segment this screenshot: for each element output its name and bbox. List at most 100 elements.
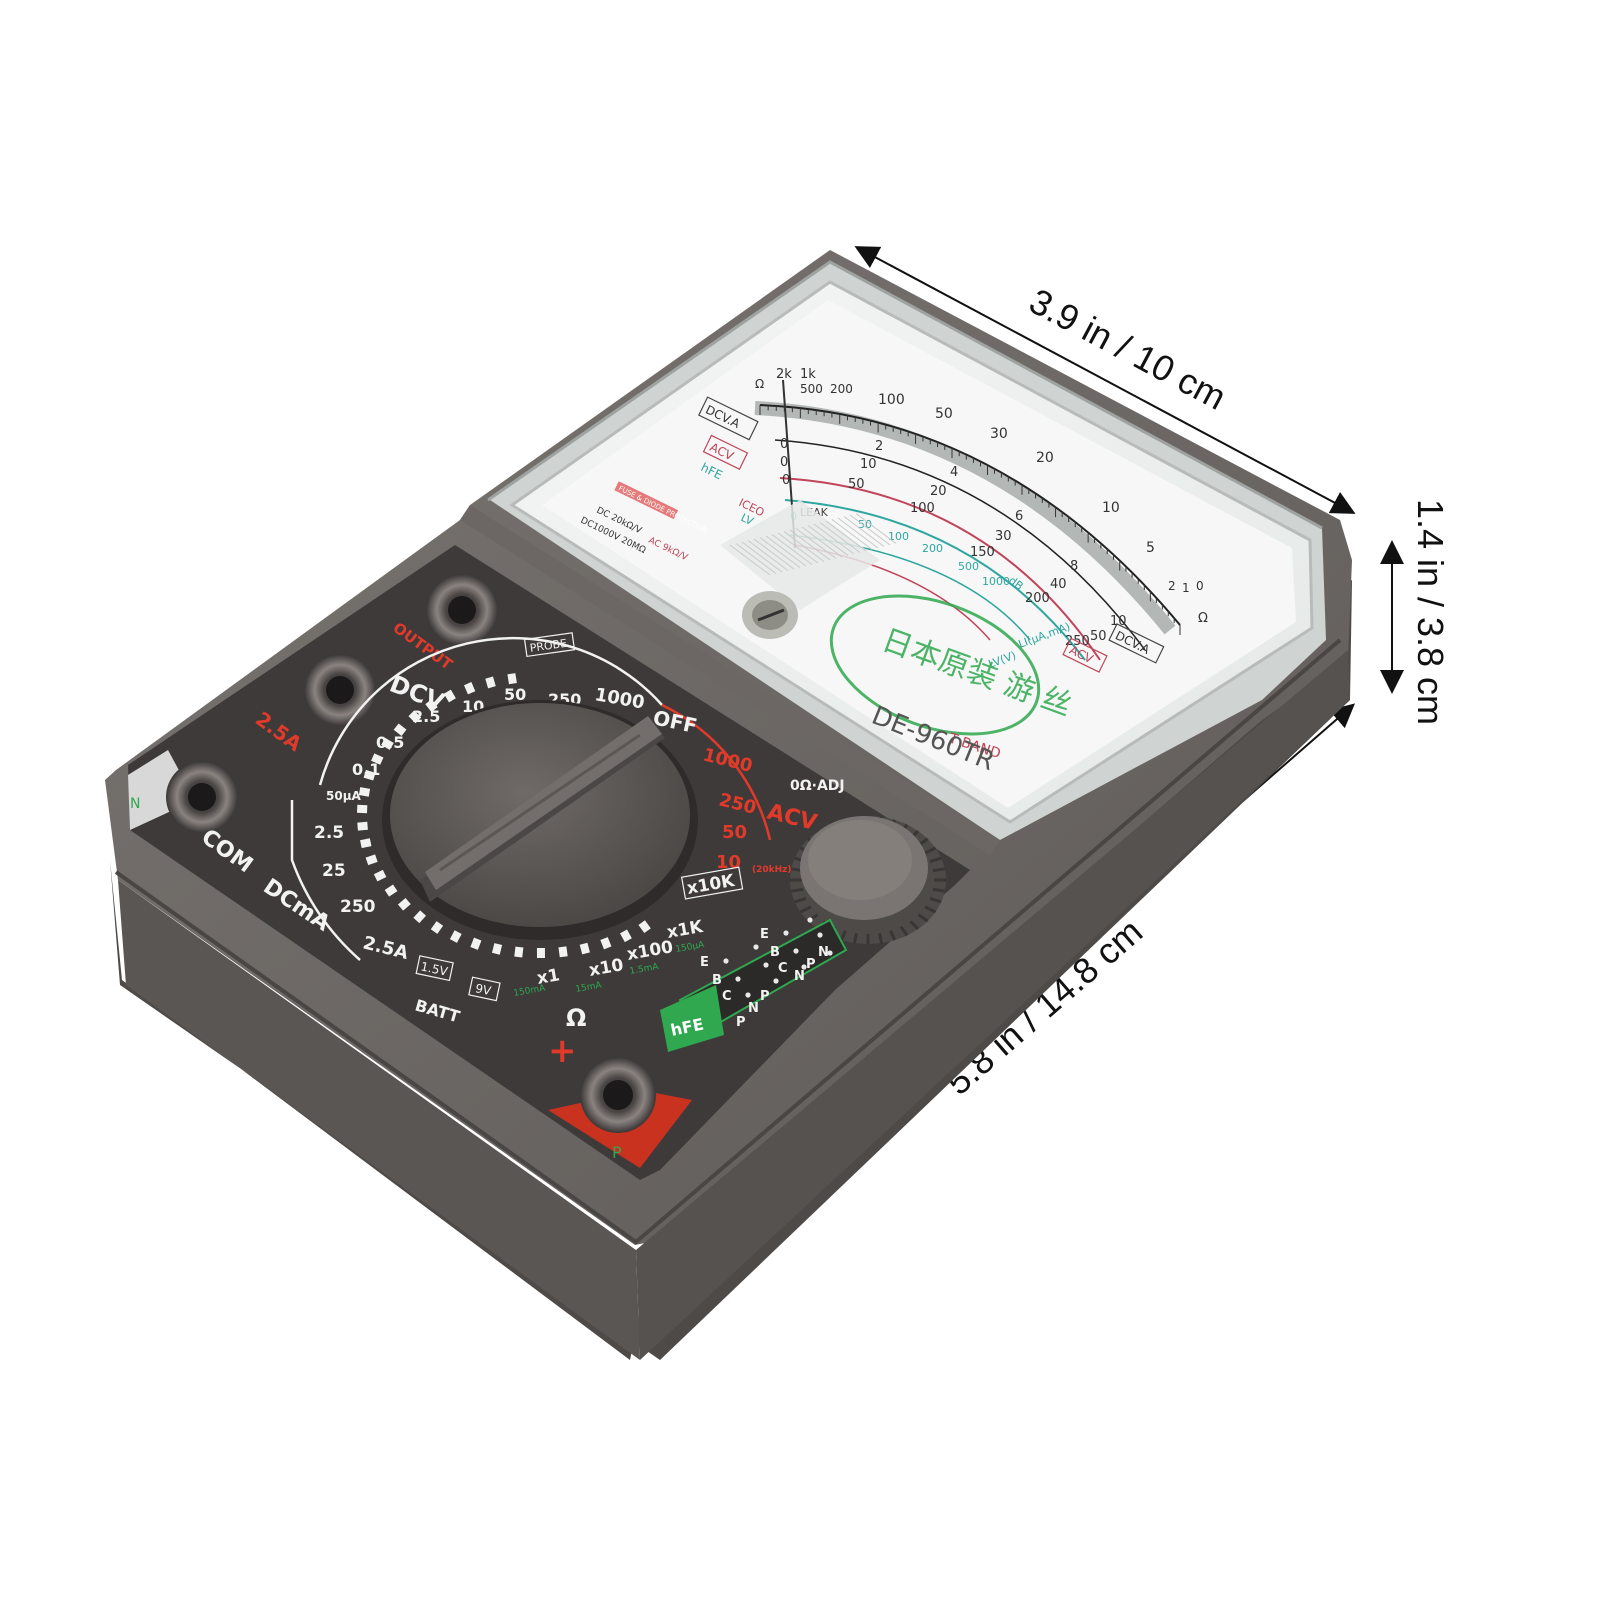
- jack-positive[interactable]: [580, 1057, 656, 1133]
- ohm-scale-1k: 1k: [800, 367, 816, 382]
- knob-knurl-ridge: [790, 887, 804, 893]
- mirror-line: [819, 522, 861, 553]
- dc-scale-4: 4: [950, 465, 958, 480]
- hfe-scale-100: 100: [888, 530, 909, 543]
- dial-range-pip: [360, 838, 372, 849]
- hfe-socket-pin: [735, 976, 741, 982]
- knob-knurl-ridge: [852, 932, 859, 944]
- mirror-line: [795, 528, 837, 559]
- dial-range-pip: [356, 804, 368, 814]
- knob-knurl-ridge: [799, 905, 812, 914]
- hfe-socket-pin: [817, 932, 823, 938]
- ohm-scale-500: 500: [800, 382, 823, 396]
- hfe-scale-1000: 1000: [982, 575, 1010, 588]
- dial-range-pip: [381, 737, 394, 750]
- dial-range-pips: [356, 673, 651, 959]
- dial-range-pip: [384, 884, 398, 897]
- mirror-line: [843, 516, 885, 547]
- knob-knurl-ridge: [929, 897, 942, 904]
- jack-2-5a[interactable]: [304, 654, 376, 726]
- knob-knurl-ridge: [899, 925, 909, 937]
- mirror-line: [765, 535, 807, 567]
- dc-mid-0: 0: [780, 455, 788, 470]
- dcma-range-25: 25: [322, 861, 346, 881]
- hfe-socket-c1: C: [722, 989, 732, 1004]
- dc-scale-6: 6: [1015, 509, 1023, 524]
- n-label: N: [130, 796, 140, 812]
- dcma-range-50ua: 50μA: [326, 789, 362, 803]
- jack-com[interactable]: [166, 761, 238, 833]
- ohm-adjust-label: 0Ω·ADJ: [790, 778, 845, 794]
- dc-big-100: 100: [910, 501, 935, 516]
- dial-range-pip: [425, 699, 438, 712]
- knob-knurl-ridge: [839, 930, 847, 941]
- hfe-socket-pin: [763, 962, 769, 968]
- hfe-scale-500: 500: [958, 560, 979, 573]
- mirror-line: [753, 538, 795, 570]
- dcv-range-50: 50: [504, 685, 526, 704]
- dc-scale-8: 8: [1070, 559, 1078, 574]
- acv-range-10: 10: [716, 852, 741, 873]
- bezel-edge: [460, 505, 1000, 855]
- dial-range-pip: [363, 769, 376, 781]
- knob-knurl-ridge: [924, 846, 937, 855]
- mirror-line: [801, 526, 843, 558]
- ohm-range-x1: x1: [535, 965, 561, 989]
- mirror-line: [837, 517, 879, 549]
- depth-dimension-label: 1.4 in / 3.8 cm: [1410, 499, 1451, 725]
- dial-range-pip: [579, 942, 590, 955]
- zero-ohm-adjust-knob[interactable]: [790, 816, 946, 944]
- dial-range-pip: [373, 869, 387, 882]
- dial-range-arcs: [290, 637, 772, 961]
- scale-ticks: [759, 405, 1181, 635]
- dc-mid-30: 30: [995, 529, 1012, 544]
- hfe-type-p2: P: [760, 989, 770, 1004]
- hfe-socket-b1: B: [712, 973, 722, 988]
- ohm-scale-0: 0: [1196, 579, 1204, 593]
- dc-scale-10: 10: [1110, 614, 1127, 629]
- acv-range-50: 50: [722, 822, 747, 843]
- hfe-socket-pin: [801, 964, 807, 970]
- dc-big-150: 150: [970, 545, 995, 560]
- hfe-socket-b2: B: [770, 945, 780, 960]
- p-label: P: [612, 1143, 622, 1162]
- lv-scale-label: LV: [739, 511, 756, 528]
- mirror-line: [747, 540, 789, 571]
- dc-big-50: 50: [848, 477, 865, 492]
- jack-output[interactable]: [426, 574, 498, 646]
- hfe-socket-e2: E: [760, 927, 769, 942]
- hfe-socket-pin: [783, 930, 789, 936]
- dial-range-pip: [397, 898, 411, 911]
- range-selector-knob[interactable]: [382, 700, 698, 940]
- dc-scale-0: 0: [780, 437, 788, 452]
- hfe-type-n3: N: [748, 1001, 759, 1016]
- hfe-socket-e1: E: [700, 955, 709, 970]
- batt-range-1-5v: 1.5V: [419, 959, 449, 979]
- hfe-socket-block[interactable]: hFE: [660, 918, 848, 1052]
- hfe-scale-50: 50: [858, 518, 872, 531]
- knob-knurl-ridge: [917, 913, 929, 923]
- hfe-socket-pins: [723, 917, 833, 998]
- knob-knurl-ridge: [794, 897, 807, 904]
- hfe-socket-pin: [753, 944, 759, 950]
- zero-adjust-screw[interactable]: [742, 591, 798, 639]
- dcma-range-250: 250: [340, 897, 376, 917]
- ohm-current-15ma: 15mA: [575, 980, 604, 995]
- hfe-socket-letters: E B C E B C N P N P N P: [700, 927, 829, 1030]
- mirror-line: [729, 544, 771, 576]
- hfe-type-p1: P: [806, 957, 816, 972]
- probe-label: PROBE: [529, 637, 568, 655]
- hfe-socket-pin: [723, 958, 729, 964]
- knob-knurl-ridge: [924, 905, 937, 914]
- ohm-scale-1: 1: [1182, 581, 1190, 595]
- dial-range-pip: [443, 689, 456, 703]
- ohm-scale-10: 10: [1102, 500, 1120, 516]
- dial-range-pip: [485, 676, 496, 689]
- mirror-line: [783, 531, 825, 562]
- dial-range-pip: [371, 753, 384, 765]
- mirror-lines: [729, 513, 897, 576]
- dcma-range-2-5: 2.5: [314, 823, 344, 843]
- mirror-line: [777, 532, 819, 564]
- ohm-symbol-left: Ω: [755, 377, 764, 391]
- ohm-scale-2k: 2k: [776, 367, 792, 382]
